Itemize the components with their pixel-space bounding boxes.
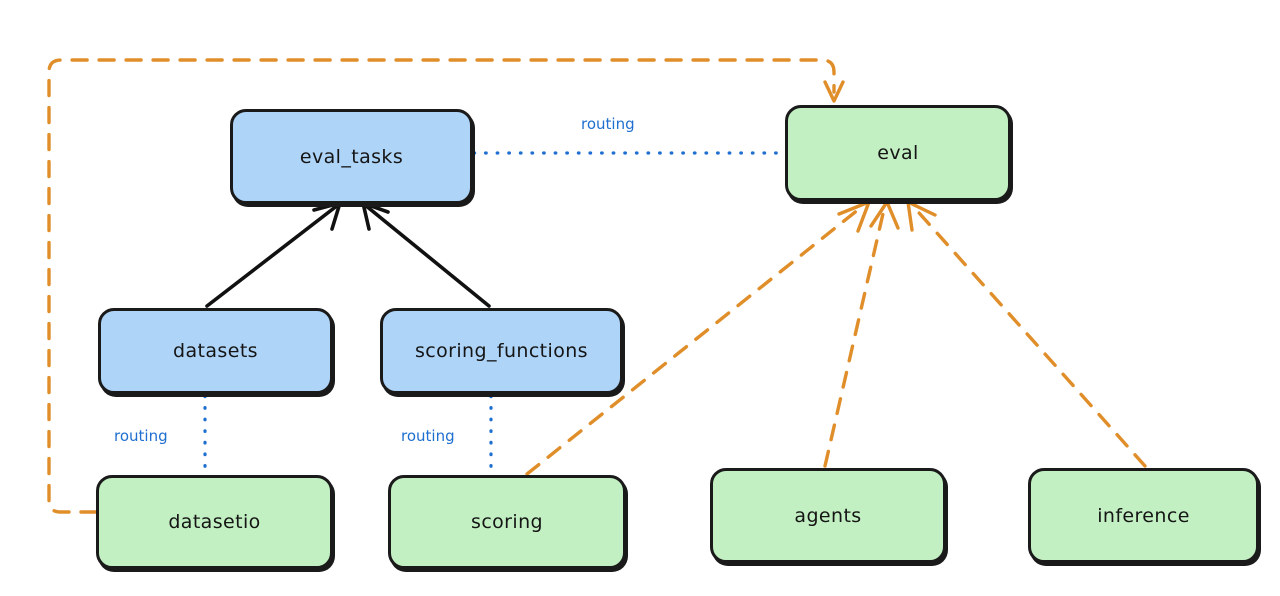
node-eval-tasks[interactable]: eval_tasks	[230, 109, 473, 204]
edge-label-routing-scoring-functions-scoring: routing	[398, 427, 458, 445]
node-label-datasets: datasets	[173, 340, 258, 362]
node-label-eval: eval	[877, 142, 919, 164]
edge-agents-to-eval	[823, 200, 900, 468]
edge-scoring_functions-to-eval_tasks	[361, 201, 491, 308]
node-label-eval-tasks: eval_tasks	[299, 145, 404, 168]
node-datasets[interactable]: datasets	[98, 308, 333, 394]
node-label-datasetio: datasetio	[168, 511, 261, 533]
edge-datasets-to-eval_tasks	[205, 201, 342, 308]
node-scoring-functions[interactable]: scoring_functions	[380, 308, 623, 394]
edge-label-routing-eval-tasks-eval: routing	[578, 115, 638, 133]
node-label-inference: inference	[1097, 504, 1190, 527]
node-eval[interactable]: eval	[785, 105, 1011, 201]
node-datasetio[interactable]: datasetio	[96, 475, 333, 569]
node-scoring[interactable]: scoring	[388, 475, 626, 569]
edge-label-routing-datasets-datasetio: routing	[111, 427, 171, 445]
node-inference[interactable]: inference	[1028, 468, 1259, 563]
node-label-agents: agents	[794, 504, 862, 527]
node-label-scoring-functions: scoring_functions	[415, 340, 588, 362]
node-agents[interactable]: agents	[710, 468, 946, 563]
edge-inference-to-eval	[906, 200, 1147, 468]
node-label-scoring: scoring	[471, 511, 543, 533]
